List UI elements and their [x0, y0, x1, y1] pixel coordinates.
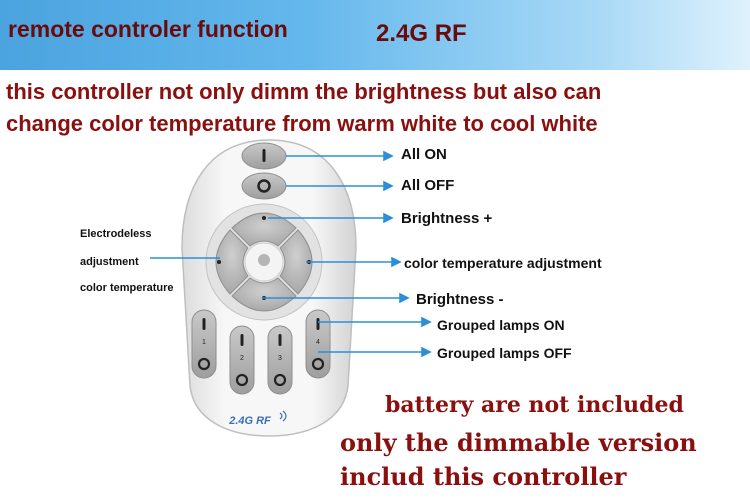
label-brightness-up: Brightness +	[401, 210, 493, 227]
group-2-button[interactable]	[229, 325, 255, 395]
all-on-button[interactable]	[241, 142, 287, 170]
label-color-temperature: color temperature adjustment	[404, 255, 602, 271]
color-temp-left-button[interactable]	[215, 229, 249, 295]
label-brightness-down: Brightness -	[416, 291, 504, 308]
battery-note: battery are not included	[385, 392, 684, 418]
brightness-up-button[interactable]	[231, 212, 297, 247]
label-adjustment: adjustment	[80, 256, 139, 268]
label-grouped-off: Grouped lamps OFF	[437, 345, 572, 361]
remote-control-illustration: 1 2 3 4 2.4G RF	[180, 138, 358, 438]
direction-pad	[205, 203, 323, 321]
intro-line-2: change color temperature from warm white…	[6, 111, 598, 136]
label-all-on: All ON	[401, 146, 447, 163]
color-temp-right-button[interactable]	[279, 229, 313, 295]
dimmable-note-line-1: only the dimmable version	[340, 428, 697, 457]
frequency-badge: 2.4G RF	[376, 20, 467, 47]
page-title: remote controler function	[8, 16, 288, 42]
label-all-off: All OFF	[401, 177, 455, 194]
group-4-button[interactable]	[305, 309, 331, 379]
group-3-button[interactable]	[267, 325, 293, 395]
group-number-2: 2	[240, 355, 244, 362]
intro-line-1: this controller not only dimm the bright…	[6, 79, 602, 104]
group-number-4: 4	[316, 339, 320, 346]
label-grouped-on: Grouped lamps ON	[437, 317, 565, 333]
wireless-signal-icon	[279, 410, 287, 422]
intro-text: this controller not only dimm the bright…	[6, 76, 746, 140]
group-number-3: 3	[278, 355, 282, 362]
label-electrodeless: Electrodeless	[80, 228, 152, 240]
label-left-color-temperature: color temperature	[80, 282, 174, 294]
group-1-button[interactable]	[191, 309, 217, 379]
group-buttons: 1 2 3 4	[191, 309, 331, 395]
brightness-down-button[interactable]	[231, 277, 297, 312]
group-number-1: 1	[202, 339, 206, 346]
dimmable-note-line-2: includ this controller	[340, 462, 627, 491]
remote-brand-text: 2.4G RF	[228, 415, 271, 427]
remote-body: 1 2 3 4 2.4G RF	[181, 139, 357, 437]
header-banner	[0, 0, 750, 70]
